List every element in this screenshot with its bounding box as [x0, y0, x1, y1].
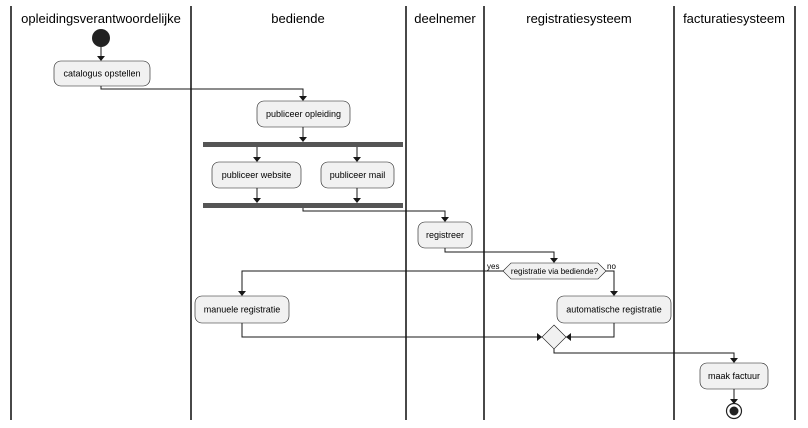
start-node [92, 29, 110, 47]
arrowhead [299, 137, 307, 142]
decision-no-label: no [607, 262, 616, 271]
swimlane-titles: opleidingsverantwoordelijke bediende dee… [21, 11, 785, 26]
action-publiceer-website: publiceer website [211, 161, 302, 189]
arrowhead [238, 291, 246, 296]
arrowhead [730, 358, 738, 363]
action-publiceer-opleiding: publiceer opleiding [256, 100, 351, 128]
action-box [194, 295, 290, 324]
action-label: registreer [426, 230, 464, 240]
lane-title-opleidingsverantwoordelijke: opleidingsverantwoordelijke [21, 11, 181, 26]
action-label: publiceer opleiding [266, 109, 341, 119]
merge-diamond [541, 324, 567, 350]
arrowhead [441, 217, 449, 222]
arrowhead [253, 198, 261, 203]
join-bar [203, 203, 403, 208]
action-box [53, 60, 151, 87]
action-label: maak factuur [708, 371, 760, 381]
flow-automatische-to-merge [566, 323, 615, 338]
action-publiceer-mail: publiceer mail [320, 161, 395, 189]
arrowhead [253, 157, 261, 162]
arrowhead [550, 258, 558, 263]
flow-decision-no [606, 270, 615, 292]
action-registreer: registreer [417, 221, 473, 249]
action-box [417, 221, 473, 249]
flow-join-to-registreer [302, 208, 446, 218]
decision-registratie-via-bediende: registratie via bediende? yes no [487, 262, 616, 280]
decision-yes-label: yes [487, 262, 499, 271]
flow-manuele-to-merge [241, 323, 542, 338]
decision-hexagon [502, 262, 607, 280]
action-automatische-registratie: automatische registratie [556, 295, 672, 324]
arrowhead [566, 333, 571, 341]
action-box [556, 295, 672, 324]
flow-merge-to-factuur [553, 349, 735, 359]
decision-question: registratie via bediende? [511, 267, 599, 276]
fork-bar [203, 142, 403, 147]
action-label: automatische registratie [566, 305, 662, 315]
lane-title-deelnemer: deelnemer [414, 11, 476, 26]
action-label: manuele registratie [204, 305, 281, 315]
arrowhead [353, 198, 361, 203]
flow-registreer-to-decision [444, 248, 555, 259]
action-box [256, 100, 351, 128]
action-manuele-registratie: manuele registratie [194, 295, 290, 324]
action-label: publiceer mail [330, 170, 386, 180]
action-label: publiceer website [222, 170, 292, 180]
end-node [725, 402, 743, 420]
action-box [320, 161, 395, 189]
lane-title-bediende: bediende [271, 11, 325, 26]
action-label: catalogus opstellen [63, 69, 140, 79]
action-box [211, 161, 302, 189]
arrowhead [353, 157, 361, 162]
arrowhead [97, 56, 105, 61]
arrowhead [730, 399, 738, 404]
arrowhead [299, 96, 307, 101]
action-maak-factuur: maak factuur [699, 362, 769, 390]
end-node-dot [729, 406, 739, 416]
lane-title-facturatiesysteem: facturatiesysteem [683, 11, 785, 26]
swimlane-separators [10, 6, 796, 420]
lane-title-registratiesysteem: registratiesysteem [526, 11, 631, 26]
action-box [699, 362, 769, 390]
flow-catalogus-to-publiceer [100, 86, 304, 97]
action-catalogus-opstellen: catalogus opstellen [53, 60, 151, 87]
flow-decision-yes [241, 270, 503, 292]
arrowhead [537, 333, 542, 341]
arrowheads [97, 56, 738, 404]
arrowhead [610, 291, 618, 296]
flow-edges [100, 47, 735, 400]
